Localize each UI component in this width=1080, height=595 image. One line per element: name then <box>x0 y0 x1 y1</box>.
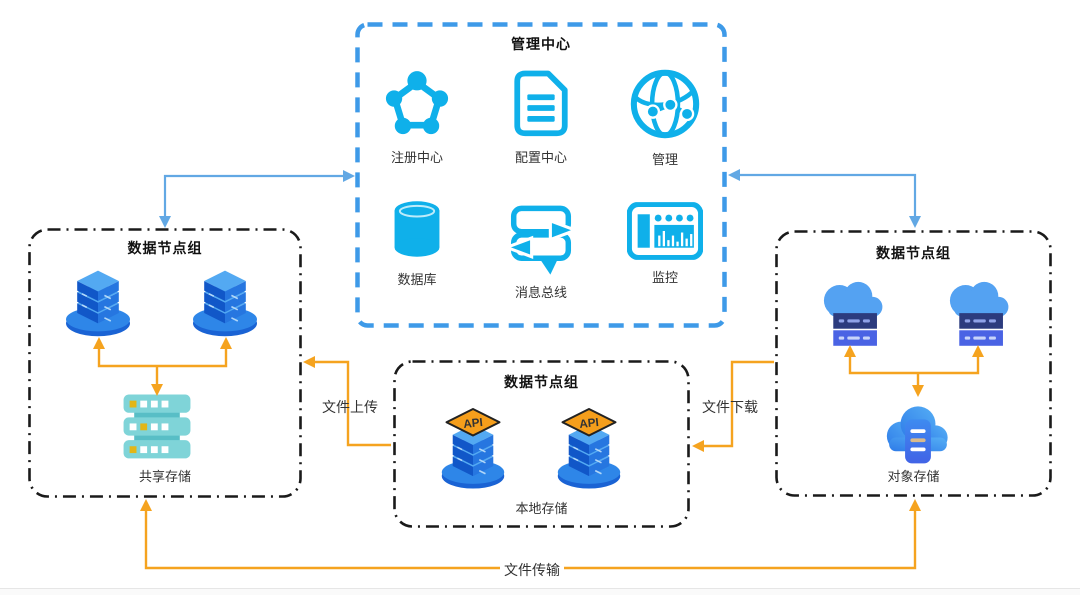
management-center-border <box>355 22 727 328</box>
message-bus-icon <box>502 196 580 280</box>
server-stack-icon[interactable] <box>58 262 138 340</box>
download-edge-label: 文件下载 <box>702 399 758 415</box>
mc-item-monitor[interactable]: 监控 <box>603 196 727 286</box>
right-node-group-title: 数据节点组 <box>876 245 951 261</box>
management-center-title: 管理中心 <box>511 36 571 52</box>
mc-item-label: 数据库 <box>397 272 437 287</box>
mc-item-management[interactable]: 管理 <box>603 66 727 168</box>
management-row-2: 数据库 消息总线 监控 <box>355 196 727 301</box>
cloud-server-icon[interactable] <box>939 274 1017 346</box>
cloud-server-icon[interactable] <box>813 274 891 346</box>
right-node-group-box[interactable]: 数据节点组 对象存储 <box>775 230 1052 497</box>
left-node-group-box[interactable]: 数据节点组 共享存储 <box>28 228 302 498</box>
management-center-box[interactable]: 管理中心 注册中心 配置中心 管理 数据库 消息总线 <box>355 22 727 328</box>
left-node-group-border <box>28 228 302 498</box>
local-storage-label: 本地存储 <box>515 501 568 516</box>
left-node-group-title: 数据节点组 <box>127 240 203 256</box>
mc-item-label: 监控 <box>651 270 678 285</box>
mc-item-config[interactable]: 配置中心 <box>479 66 603 166</box>
mc-item-label: 消息总线 <box>514 285 567 300</box>
mc-item-label: 管理 <box>651 152 678 167</box>
api-server-stack-icon[interactable]: API <box>434 406 512 490</box>
mc-item-label: 配置中心 <box>514 150 567 165</box>
config-doc-icon <box>505 66 577 140</box>
middle-node-group-title: 数据节点组 <box>504 374 579 390</box>
api-server-stack-icon[interactable]: API <box>550 406 628 490</box>
blue-link-right <box>740 173 917 216</box>
object-storage-label: 对象存储 <box>887 469 940 484</box>
registry-icon <box>380 66 454 140</box>
management-row-1: 注册中心 配置中心 管理 <box>355 66 727 168</box>
right-node-group-border <box>775 230 1052 497</box>
blue-link-left <box>163 174 343 216</box>
mc-item-label: 注册中心 <box>390 150 443 165</box>
svg-text:API: API <box>579 416 600 431</box>
blue-link-left-arrowheads <box>159 170 355 228</box>
monitor-dashboard-icon <box>627 202 703 260</box>
upload-edge-label: 文件上传 <box>322 399 378 415</box>
mc-item-database[interactable]: 数据库 <box>355 196 479 288</box>
shared-storage-rack-icon[interactable] <box>119 394 195 462</box>
download-link-arrowhead <box>692 440 704 452</box>
canvas-bottom-edge <box>0 588 1080 595</box>
svg-text:API: API <box>463 416 484 431</box>
server-stack-icon[interactable] <box>185 262 265 340</box>
database-icon <box>384 196 450 262</box>
middle-node-group-box[interactable]: 数据节点组 API API 本地存储 <box>393 360 690 528</box>
mc-item-message-bus[interactable]: 消息总线 <box>479 196 603 301</box>
transfer-edge-label: 文件传输 <box>500 560 564 580</box>
shared-storage-label: 共享存储 <box>138 469 191 484</box>
upload-link-arrowhead <box>303 356 315 368</box>
object-storage-cloud-icon[interactable] <box>880 398 956 468</box>
globe-network-icon <box>627 66 703 142</box>
blue-link-right-arrowheads <box>728 169 921 228</box>
mc-item-registry[interactable]: 注册中心 <box>355 66 479 166</box>
